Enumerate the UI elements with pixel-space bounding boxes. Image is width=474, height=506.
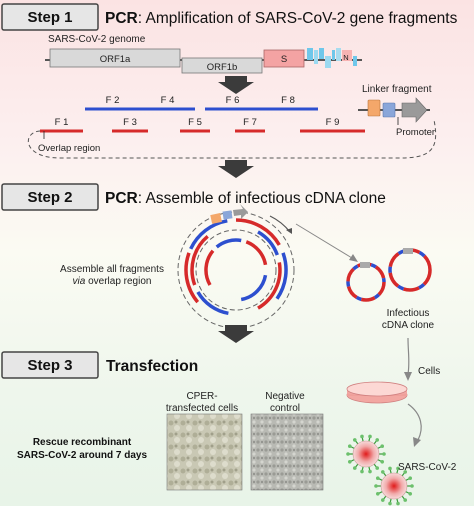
negative-label-line2: control <box>270 403 300 414</box>
linker-blue-element <box>382 102 396 118</box>
linker-orange-element <box>367 99 381 117</box>
fragment-arcs <box>184 218 288 316</box>
orf1b-block <box>181 57 263 74</box>
s-gene-label: S <box>281 54 287 65</box>
assembly-direction-arrow <box>269 215 291 233</box>
plasmid-right-blue <box>388 248 432 292</box>
rescue-line2: SARS-CoV-2 around 7 days <box>17 450 147 461</box>
virions <box>346 434 414 506</box>
step3-badge <box>1 351 99 379</box>
pcr-fragments: F 1 F 2F 3 F 4 F 5 F 6F 7 F 8 F 9 <box>40 95 365 133</box>
assembly-linker-icon <box>210 204 248 224</box>
assemble-line1: Assemble all fragments <box>60 264 164 275</box>
fragment-arc <box>215 238 242 249</box>
step2-label: Step 2 <box>27 189 72 206</box>
negative-label-line1: Negative <box>265 391 305 402</box>
cper-label-line1: CPER- <box>186 391 217 402</box>
assembly-circles <box>177 204 295 329</box>
fragment-arc <box>275 252 288 300</box>
cells-to-virus-line <box>407 403 422 441</box>
step1-to-step2-arrow <box>218 160 254 178</box>
assemble-line2: via overlap region <box>73 276 152 287</box>
promoter-label: Promoter <box>396 127 435 138</box>
cper-micrograph <box>166 413 243 491</box>
fragment-label: F 3 <box>123 117 137 128</box>
promoter-arrow-icon <box>401 97 428 123</box>
step1-label: Step 1 <box>27 9 72 26</box>
step1-down-arrow <box>218 76 254 94</box>
step1-section: Step 1 PCR: Amplification of SARS-CoV-2 … <box>1 3 458 178</box>
fragment-label: F 7 <box>243 117 257 128</box>
step3-label: Step 3 <box>27 357 72 374</box>
fragment-label: F 4 <box>161 95 175 106</box>
step2-badge <box>1 183 99 211</box>
fragment-arc <box>184 252 200 304</box>
fragment-arc <box>235 218 281 246</box>
assembly-arrowhead-icon <box>286 228 292 234</box>
fragment-label: F 8 <box>281 95 295 106</box>
fragment-arc <box>257 262 282 310</box>
linker-label: Linker fragment <box>362 84 432 95</box>
n-gene-label: N <box>343 53 348 62</box>
step3-section: Step 3 Transfection Cells CPER- transfec… <box>1 337 457 506</box>
overlap-label: Overlap region <box>38 143 100 154</box>
rescue-line1: Rescue recombinant <box>33 437 132 448</box>
orf1a-block <box>49 48 181 68</box>
plasmid-left-promoter-icon <box>360 262 370 268</box>
fragment-label: F 6 <box>226 95 240 106</box>
fragment-arc <box>196 291 229 316</box>
plasmid-right-promoter-icon <box>403 248 413 254</box>
clone-to-cells-arrowhead <box>404 372 412 381</box>
assembly-to-clone-arrowhead <box>349 254 358 262</box>
fragment-label: F 1 <box>55 117 69 128</box>
virion-icon <box>346 434 386 474</box>
step2-section: Step 2 PCR: Assemble of infectious cDNA … <box>1 183 435 343</box>
cdna-clone-line1: Infectious <box>387 308 430 319</box>
cper-label-line2: transfected cells <box>166 403 238 414</box>
fragment-arc <box>240 274 268 302</box>
virion-icon <box>374 466 414 506</box>
outer-dashed-ring <box>177 211 295 329</box>
orf1a-label: ORF1a <box>100 54 131 65</box>
sars-cov2-label: SARS-CoV-2 <box>398 462 457 473</box>
fragment-label: F 2 <box>106 95 120 106</box>
fragment-arc <box>204 249 215 286</box>
clone-to-cells-line <box>407 337 410 375</box>
inner-dashed-ring <box>195 229 277 311</box>
plasmid-left-blue <box>346 262 386 302</box>
fragment-arc <box>189 219 228 250</box>
fragment-arc <box>245 240 268 266</box>
accessory-genes <box>307 48 357 68</box>
cdna-clone-plasmids <box>346 248 432 302</box>
fragment-label: F 5 <box>188 117 202 128</box>
step2-title: PCR: Assemble of infectious cDNA clone <box>105 190 386 207</box>
s-gene-block <box>263 49 305 68</box>
step1-badge <box>1 3 99 31</box>
step2-to-step3-arrow <box>218 325 254 343</box>
fragment-label: F 9 <box>326 117 340 128</box>
circularization-loop <box>27 119 437 159</box>
genome-label: SARS-CoV-2 genome <box>48 34 146 45</box>
step1-title: PCR: Amplification of SARS-CoV-2 gene fr… <box>105 10 458 27</box>
step3-title: Transfection <box>106 358 198 375</box>
cells-to-virus-arrowhead <box>413 437 421 447</box>
negative-micrograph <box>250 413 324 491</box>
assembly-to-clone-line <box>295 223 353 259</box>
fragment-arc <box>190 234 209 286</box>
cells-label: Cells <box>418 366 440 377</box>
orf1b-label: ORF1b <box>207 62 238 73</box>
cell-culture-dish <box>346 381 408 404</box>
fragment-arc <box>257 230 279 256</box>
cdna-clone-line2: cDNA clone <box>382 320 435 331</box>
